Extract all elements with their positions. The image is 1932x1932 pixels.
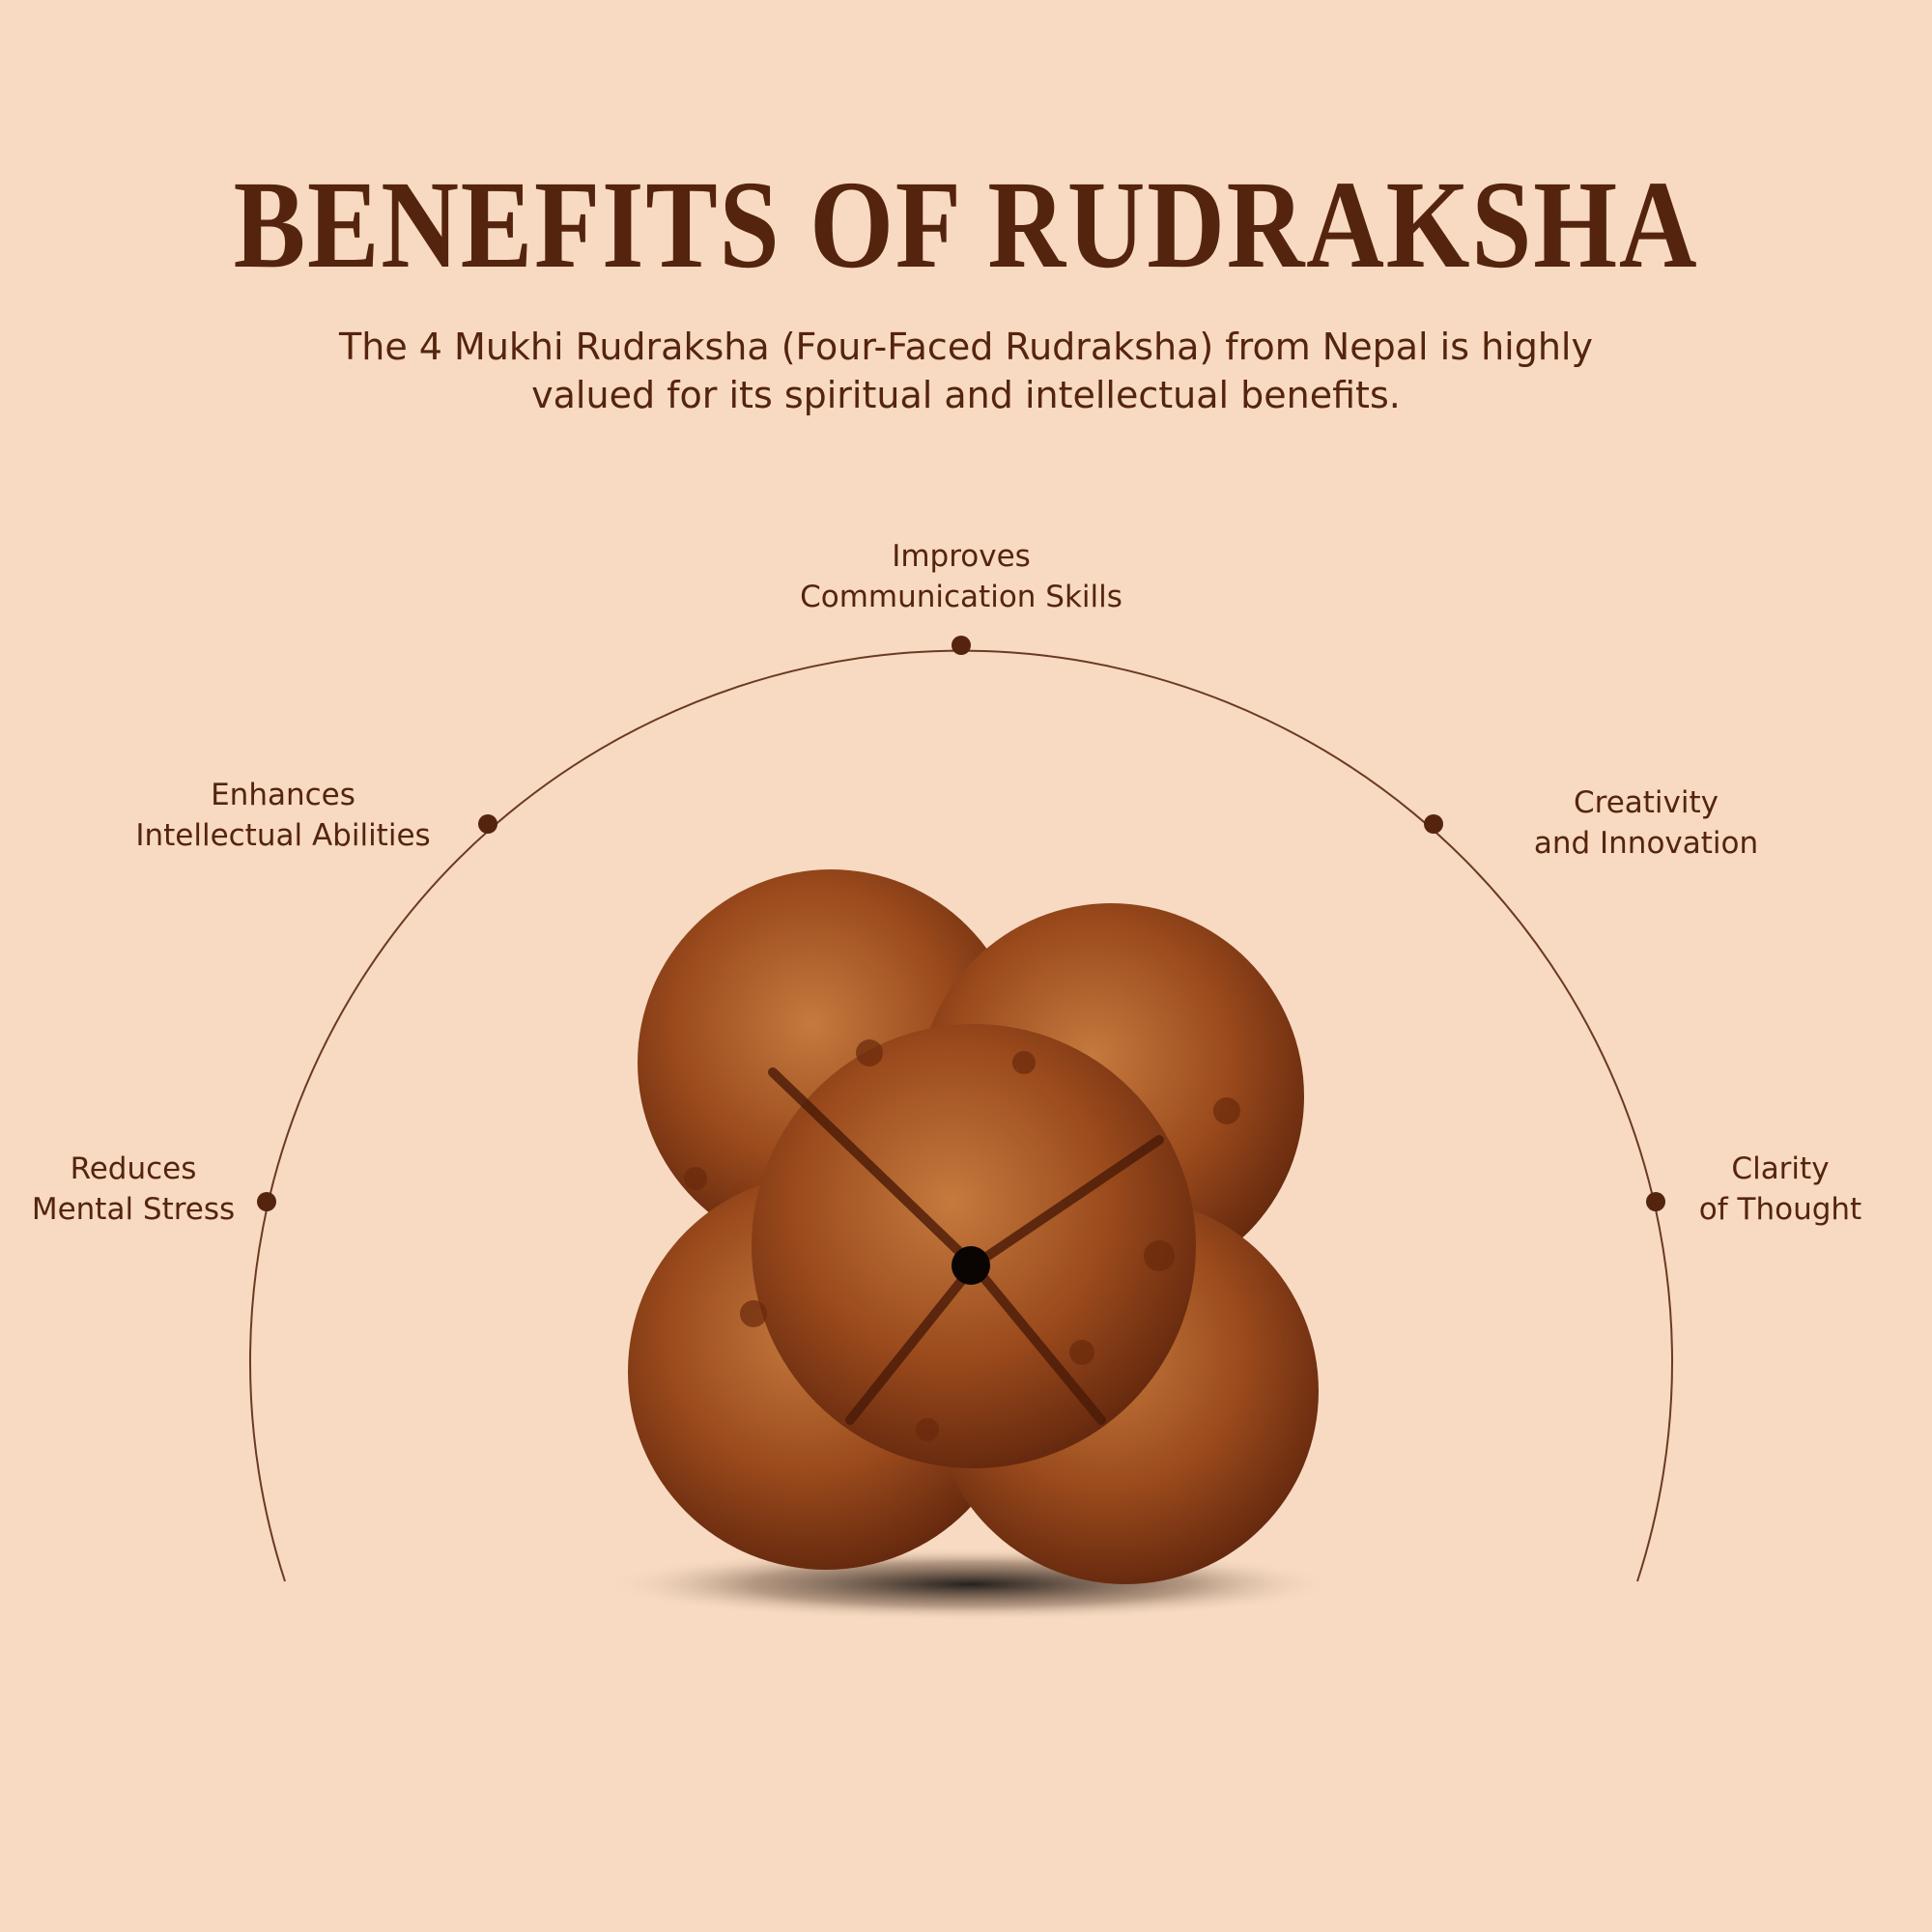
- benefit-line: Reduces: [70, 1151, 197, 1186]
- benefit-creativity: Creativity and Innovation: [1534, 782, 1758, 864]
- benefit-line: Intellectual Abilities: [135, 818, 431, 853]
- subtitle-line-2: valued for its spiritual and intellectua…: [531, 374, 1401, 416]
- benefit-line: Enhances: [211, 778, 355, 812]
- benefit-line: Improves: [892, 539, 1031, 574]
- dot-upper-left: [478, 814, 497, 834]
- page-title: BENEFITS OF RUDRAKSHA: [233, 156, 1699, 295]
- bead-shadow: [604, 1548, 1338, 1621]
- bead-center-hole: [952, 1246, 990, 1285]
- benefit-line: Creativity: [1573, 785, 1719, 820]
- benefit-line: Mental Stress: [31, 1192, 236, 1227]
- benefit-line: Communication Skills: [800, 580, 1122, 614]
- benefit-line: Clarity: [1731, 1151, 1830, 1186]
- benefit-line: and Innovation: [1533, 826, 1759, 861]
- dot-upper-right: [1424, 814, 1443, 834]
- benefit-mental-stress: Reduces Mental Stress: [32, 1149, 235, 1230]
- subtitle-line-1: The 4 Mukhi Rudraksha (Four-Faced Rudrak…: [339, 326, 1593, 368]
- subtitle: The 4 Mukhi Rudraksha (Four-Faced Rudrak…: [193, 323, 1739, 419]
- benefit-intellectual: Enhances Intellectual Abilities: [135, 775, 430, 856]
- benefit-clarity: Clarity of Thought: [1699, 1149, 1861, 1230]
- dot-top: [952, 636, 971, 655]
- dot-lower-right: [1646, 1192, 1665, 1211]
- benefit-line: of Thought: [1698, 1192, 1862, 1227]
- rudraksha-bead-image: [604, 869, 1338, 1621]
- dot-lower-left: [257, 1192, 276, 1211]
- benefit-communication: Improves Communication Skills: [800, 536, 1122, 617]
